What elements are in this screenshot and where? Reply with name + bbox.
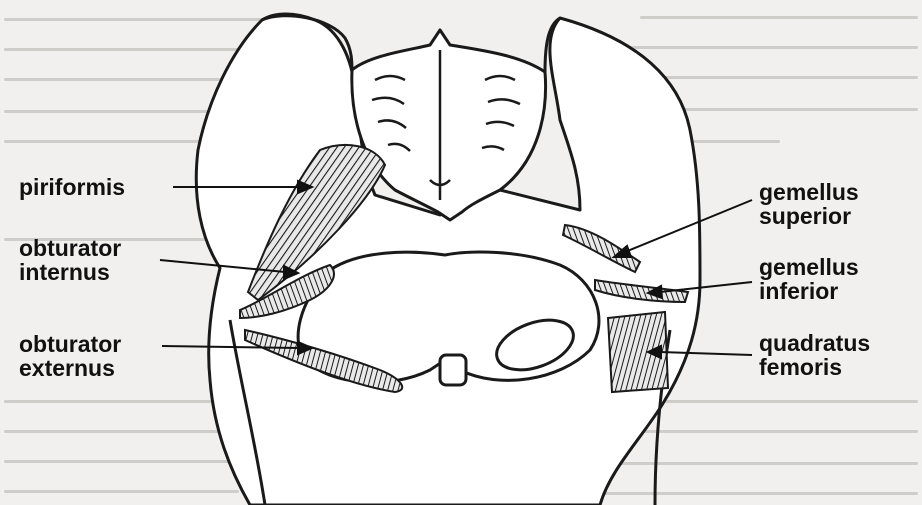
sacrum [352,30,546,220]
pubic-symphysis [440,355,466,385]
label-piriformis: piriformis [19,175,125,199]
